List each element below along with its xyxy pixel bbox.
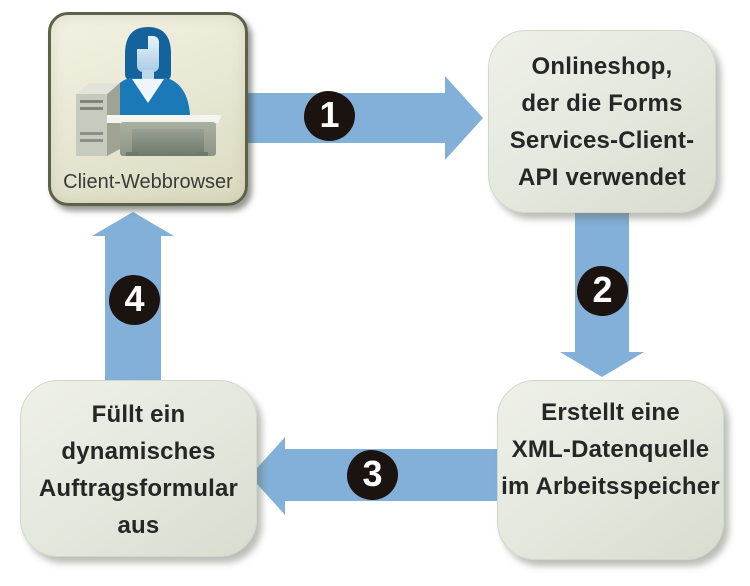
step-badge-3: 3 bbox=[347, 450, 398, 500]
arrow-head-right bbox=[445, 76, 483, 160]
step-number: 2 bbox=[592, 269, 613, 310]
node-xml-datenquelle: Erstellt eine XML-Datenquelle im Arbeits… bbox=[497, 380, 724, 560]
node-label-onlineshop: Onlineshop, der die Forms Services-Clien… bbox=[509, 52, 695, 191]
step-number: 1 bbox=[319, 94, 340, 135]
node-label-auftragsformular: Füllt ein dynamisches Auftragsformular a… bbox=[38, 401, 239, 539]
node-onlineshop: Onlineshop, der die Forms Services-Clien… bbox=[488, 30, 716, 213]
arrow-head-down bbox=[560, 352, 644, 377]
arrow-head-up bbox=[92, 212, 174, 236]
step-badge-2: 2 bbox=[577, 266, 628, 316]
step-badge-4: 4 bbox=[109, 275, 160, 325]
step-number: 3 bbox=[362, 453, 383, 494]
person-at-computer-icon bbox=[68, 23, 228, 156]
node-label-client-webbrowser: Client-Webbrowser bbox=[63, 171, 233, 193]
step-badge-1: 1 bbox=[304, 91, 355, 141]
node-label-xml-datenquelle: Erstellt eine XML-Datenquelle im Arbeits… bbox=[501, 399, 720, 500]
node-auftragsformular: Füllt ein dynamisches Auftragsformular a… bbox=[20, 380, 257, 557]
node-client-webbrowser: Client-Webbrowser bbox=[48, 12, 248, 206]
step-number: 4 bbox=[124, 278, 145, 319]
